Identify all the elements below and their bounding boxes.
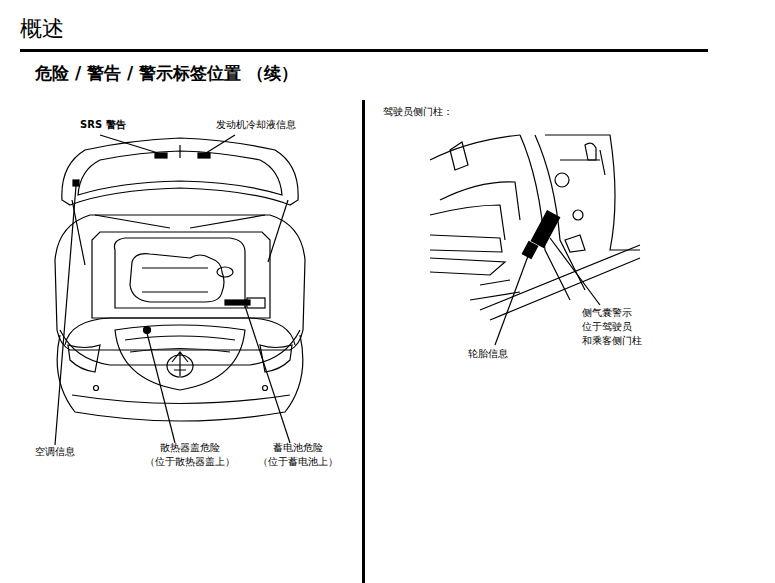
car-front-drawing	[55, 135, 305, 445]
page-title: 概述	[20, 14, 64, 45]
callout-label: SRS 警告	[80, 118, 150, 132]
section-label: 驾驶员侧门柱：	[383, 105, 483, 119]
leader-line	[495, 256, 528, 345]
callout-label: 轮胎信息	[468, 347, 528, 361]
leader-line	[245, 306, 290, 443]
callout-label: 侧气囊警示 位于驾驶员 和乘客侧门柱	[582, 306, 654, 348]
column-divider	[362, 100, 365, 583]
leader-line	[100, 135, 158, 153]
header-rule	[20, 49, 708, 52]
callout-label: 空调信息	[35, 445, 95, 459]
callout-label: 散热器盖危险 （位于散热器盖上）	[140, 441, 240, 469]
callout-label: 蓄电池危险 （位于蓄电池上）	[252, 441, 344, 469]
callout-label: 发动机冷却液信息	[216, 118, 316, 132]
leader-line	[550, 238, 600, 305]
leader-line	[55, 186, 76, 445]
section-heading: 危险 / 警告 / 警示标签位置 （续）	[35, 62, 355, 86]
leader-line	[206, 135, 235, 153]
leader-line	[147, 333, 175, 443]
